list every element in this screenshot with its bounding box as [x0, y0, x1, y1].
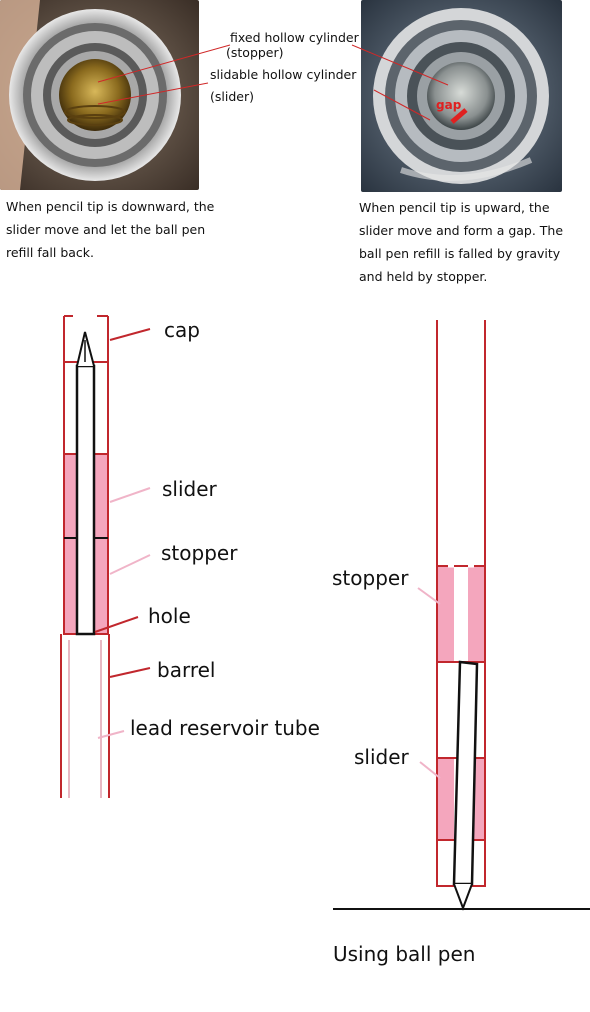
- lead-reservoir-tube-shape: [68, 640, 102, 798]
- cap-shape: [63, 315, 109, 362]
- right-refill-shape: [452, 660, 479, 911]
- annotation-slider: (slider): [210, 89, 254, 104]
- label-hole: hole: [148, 604, 191, 628]
- annotation-slidable-hollow-cylinder: slidable hollow cylinder: [210, 67, 357, 82]
- gap-marker: [450, 108, 468, 124]
- left-diagram: [60, 315, 151, 798]
- label-lead-reservoir-tube: lead reservoir tube: [130, 716, 320, 740]
- caption-left-photo: When pencil tip is downward, the slider …: [6, 199, 215, 260]
- label-barrel: barrel: [157, 658, 216, 682]
- photo-pencil-tip-downward: [0, 0, 199, 190]
- gap-label: gap: [436, 98, 462, 112]
- label-right-slider: slider: [354, 745, 409, 769]
- photo-leader-lines: [97, 44, 449, 121]
- left-leader-lines: [94, 328, 151, 739]
- refill-shape: [75, 364, 96, 636]
- label-cap: cap: [164, 318, 200, 342]
- caption-using-ball-pen: Using ball pen: [333, 942, 476, 966]
- photo-pencil-tip-upward: [361, 0, 562, 192]
- label-right-stopper: stopper: [332, 566, 409, 590]
- annotation-fixed-hollow-cylinder: fixed hollow cylinder: [230, 30, 359, 45]
- label-stopper: stopper: [161, 541, 238, 565]
- right-leader-lines: [417, 587, 441, 779]
- caption-right-photo: When pencil tip is upward, the slider mo…: [359, 200, 564, 284]
- label-slider: slider: [162, 477, 217, 501]
- barrel-shape: [60, 634, 110, 798]
- right-diagram: [333, 320, 590, 911]
- annotation-stopper: (stopper): [226, 45, 284, 60]
